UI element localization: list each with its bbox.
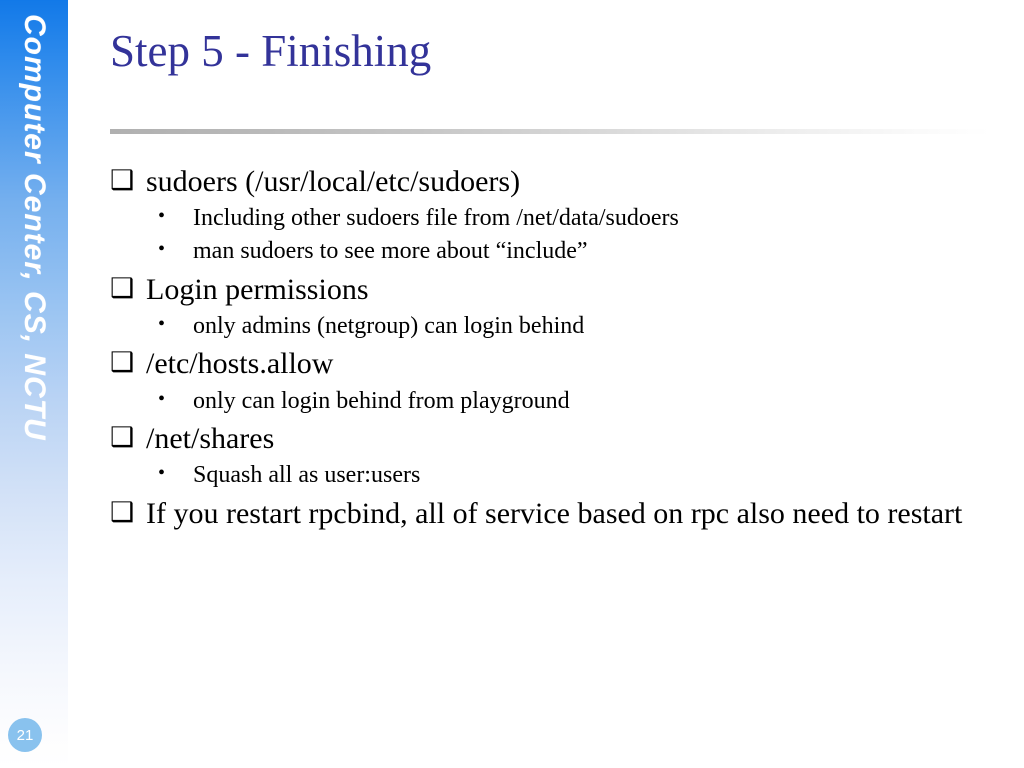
bullet-text: /etc/hosts.allow [146,347,334,381]
title-divider-rule [110,129,990,134]
bullet-text: only can login behind from playground [193,387,570,414]
page-number-badge: 21 [8,718,42,752]
bullet-item-level1: ❑ /etc/hosts.allow [110,344,1000,384]
bullet-group: ❑ /etc/hosts.allow • only can login behi… [110,344,1000,417]
square-bullet-icon: ❑ [110,272,135,303]
bullet-group: ❑ /net/shares • Squash all as user:users [110,419,1000,492]
bullet-list: ❑ sudoers (/usr/local/etc/sudoers) • Inc… [110,162,1000,537]
dot-bullet-icon: • [158,237,166,260]
bullet-group: ❑ Login permissions • only admins (netgr… [110,270,1000,343]
square-bullet-icon: ❑ [110,422,135,453]
bullet-item-level2: • only can login behind from playground [110,386,1000,418]
bullet-item-level1: ❑ Login permissions [110,270,1000,310]
bullet-group: ❑ If you restart rpcbind, all of service… [110,494,1000,535]
bullet-item-level1: ❑ If you restart rpcbind, all of service… [110,494,1000,535]
bullet-item-level2: • only admins (netgroup) can login behin… [110,311,1000,343]
bullet-text: /net/shares [146,422,275,456]
dot-bullet-icon: • [158,312,166,335]
bullet-item-level2: • Squash all as user:users [110,460,1000,492]
square-bullet-icon: ❑ [110,497,135,528]
page-number-value: 21 [16,726,34,744]
square-bullet-icon: ❑ [110,165,135,195]
bullet-text: Squash all as user:users [193,462,421,489]
sidebar-brand-bar: Computer Center, CS, NCTU [0,0,68,768]
slide-title: Step 5 - Finishing [110,26,432,76]
bullet-group: ❑ sudoers (/usr/local/etc/sudoers) • Inc… [110,162,1000,268]
bullet-text: Login permissions [146,272,369,306]
bullet-text: man sudoers to see more about “include” [193,237,588,264]
dot-bullet-icon: • [158,205,166,228]
square-bullet-icon: ❑ [110,347,135,378]
dot-bullet-icon: • [158,462,166,485]
sidebar-brand-label: Computer Center, CS, NCTU [18,14,51,441]
bullet-text: sudoers (/usr/local/etc/sudoers) [146,165,521,198]
bullet-text: Including other sudoers file from /net/d… [193,205,679,232]
bullet-text: If you restart rpcbind, all of service b… [146,497,963,531]
bullet-text: only admins (netgroup) can login behind [193,312,585,339]
bullet-item-level2: • Including other sudoers file from /net… [110,203,1000,235]
bullet-item-level1: ❑ sudoers (/usr/local/etc/sudoers) [110,162,1000,202]
dot-bullet-icon: • [158,387,166,410]
bullet-item-level2: • man sudoers to see more about “include… [110,236,1000,268]
bullet-item-level1: ❑ /net/shares [110,419,1000,459]
